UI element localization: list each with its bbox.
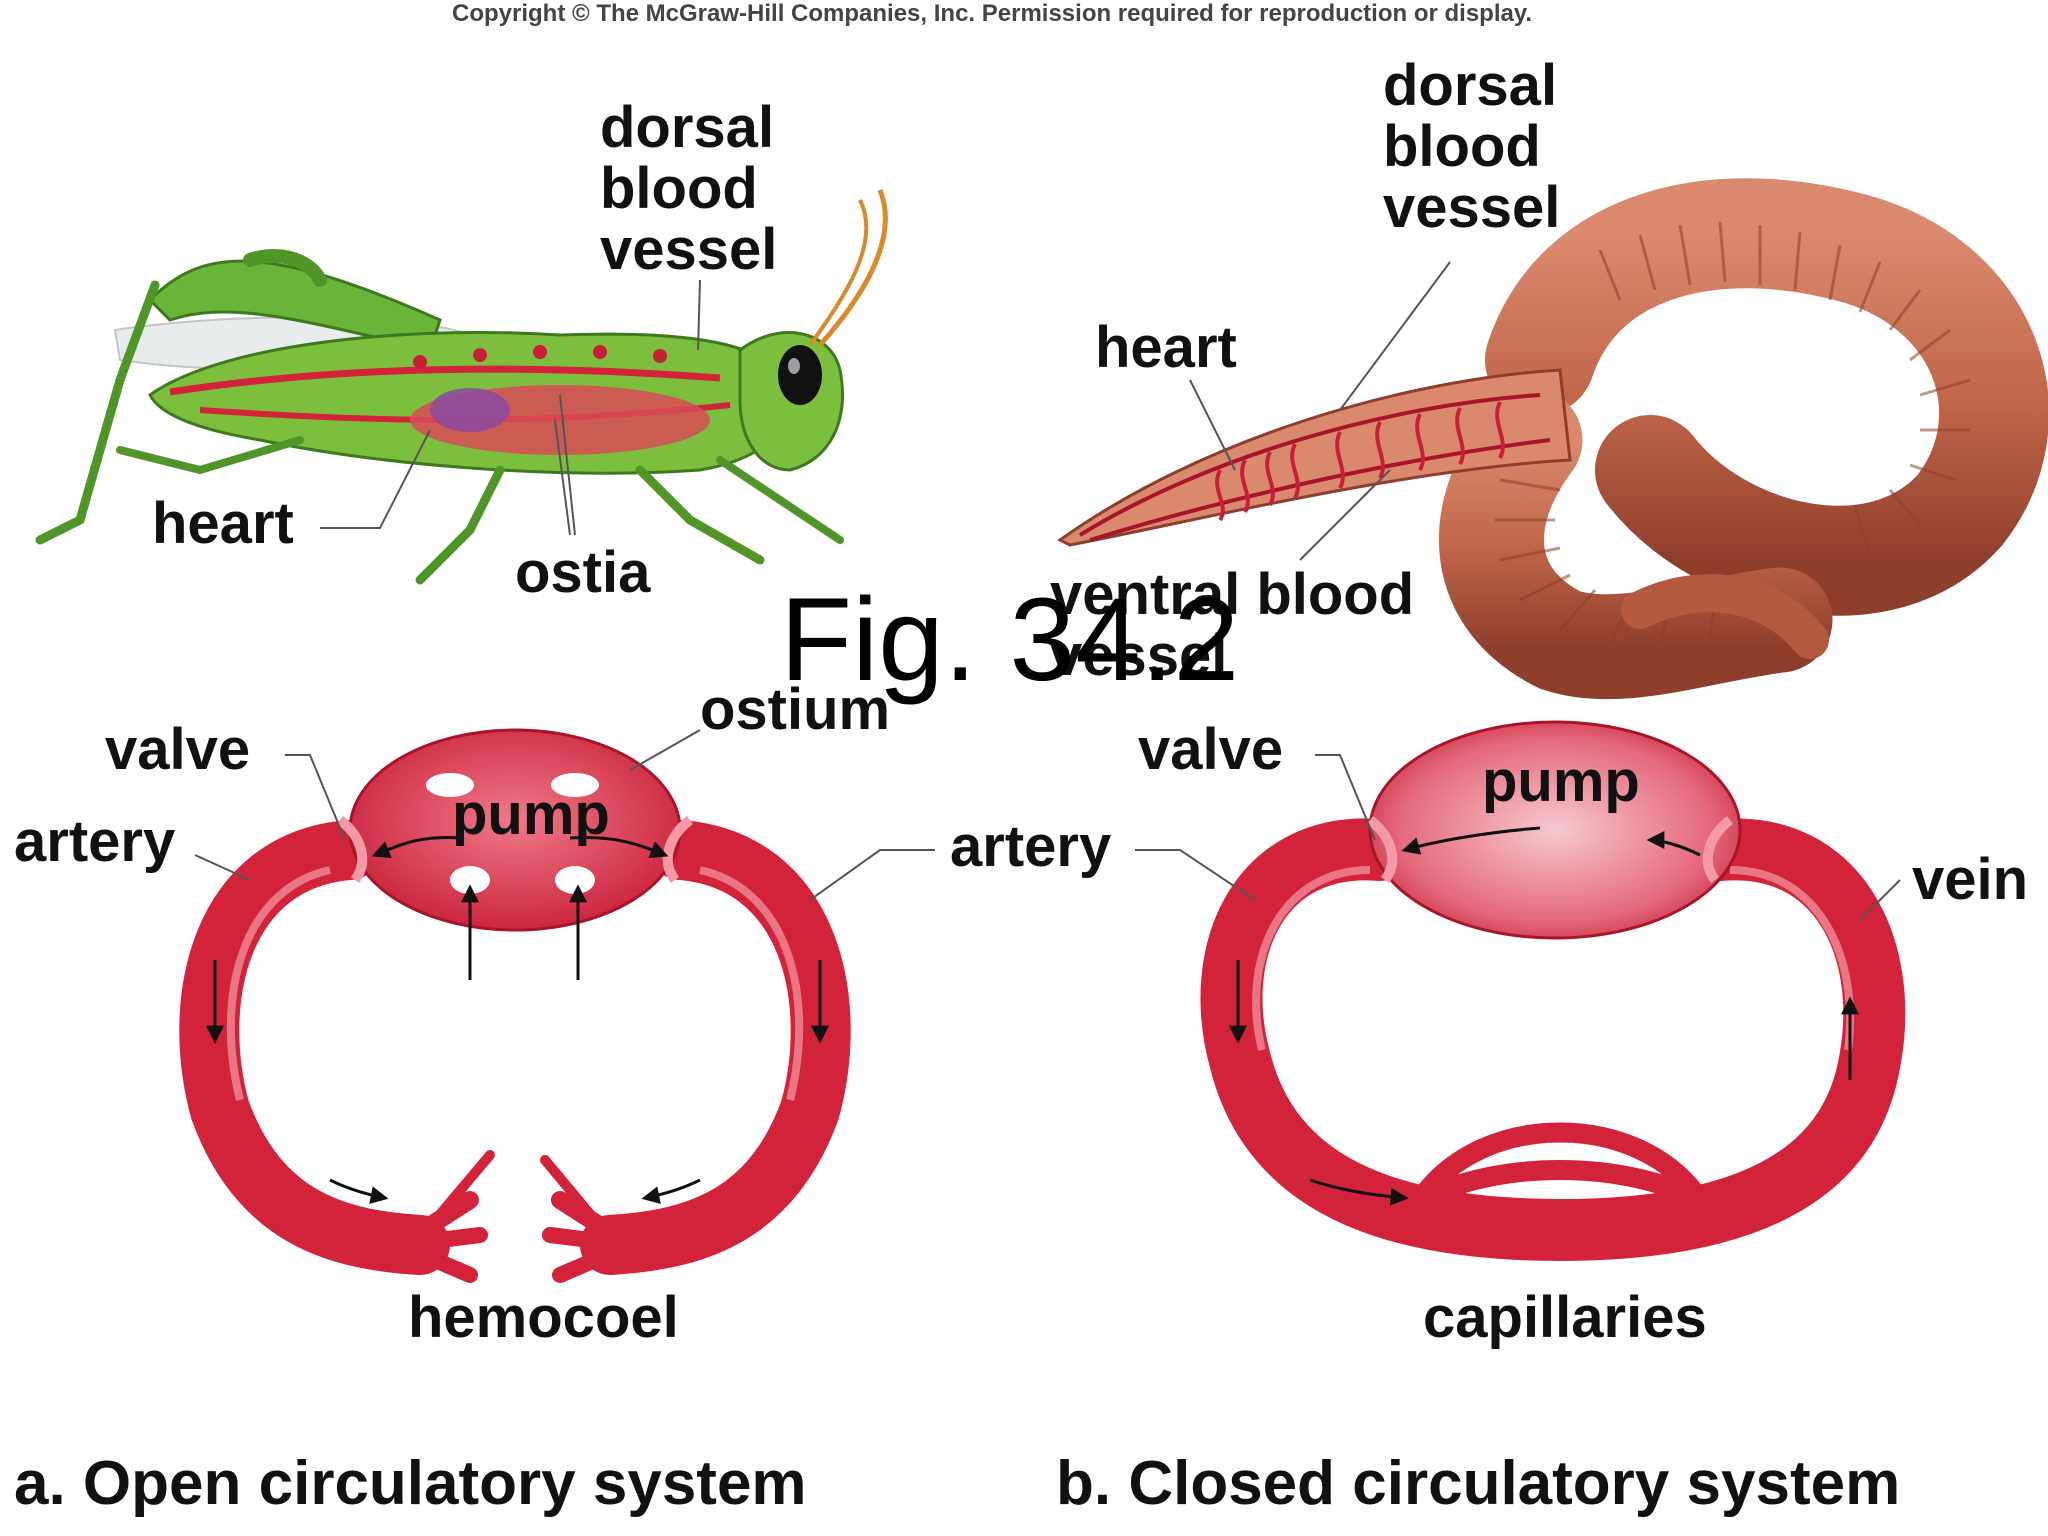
earthworm-ventral-vessel-label: ventral blood vessel bbox=[1050, 562, 1415, 688]
open-ostium-label: ostium bbox=[700, 677, 891, 742]
hemocoel-label: hemocoel bbox=[408, 1285, 679, 1350]
closed-circulation-diagram bbox=[1135, 720, 1906, 1262]
earthworm-dorsal-vessel-label: dorsal blood vessel bbox=[1383, 53, 1561, 240]
label-line: vessel bbox=[1383, 174, 1561, 240]
earthworm-heart-label: heart bbox=[1095, 315, 1237, 380]
earthworm-illustration bbox=[1057, 178, 2048, 700]
copyright-notice: Copyright © The McGraw-Hill Companies, I… bbox=[452, 0, 1533, 27]
label-line: blood bbox=[600, 155, 758, 221]
label-line: ventral blood bbox=[1050, 562, 1415, 627]
grasshopper-dorsal-vessel-label: dorsal blood vessel bbox=[600, 95, 778, 282]
closed-system-caption: b. Closed circulatory system bbox=[1056, 1449, 1901, 1518]
capillaries-label: capillaries bbox=[1423, 1285, 1707, 1350]
open-artery-left-label: artery bbox=[14, 809, 176, 874]
label-line: vessel bbox=[600, 216, 778, 282]
grasshopper-illustration bbox=[35, 189, 888, 585]
open-artery-right-label: artery bbox=[950, 814, 1112, 879]
label-line: vessel bbox=[1050, 622, 1228, 688]
label-line: dorsal bbox=[1383, 53, 1558, 118]
label-line: blood bbox=[1383, 113, 1541, 179]
open-circulation-diagram bbox=[179, 728, 935, 1283]
grasshopper-ostia-label: ostia bbox=[515, 540, 651, 605]
open-pump-label: pump bbox=[452, 782, 610, 847]
grasshopper-heart-label: heart bbox=[152, 491, 294, 556]
closed-pump-label: pump bbox=[1482, 749, 1640, 814]
open-system-caption: a. Open circulatory system bbox=[14, 1449, 807, 1518]
closed-valve-label: valve bbox=[1138, 717, 1284, 782]
figure-number: Fig. 34.2 bbox=[780, 574, 1240, 706]
open-valve-label: valve bbox=[105, 717, 251, 782]
label-line: dorsal bbox=[600, 95, 775, 160]
vein-label: vein bbox=[1912, 847, 2029, 912]
